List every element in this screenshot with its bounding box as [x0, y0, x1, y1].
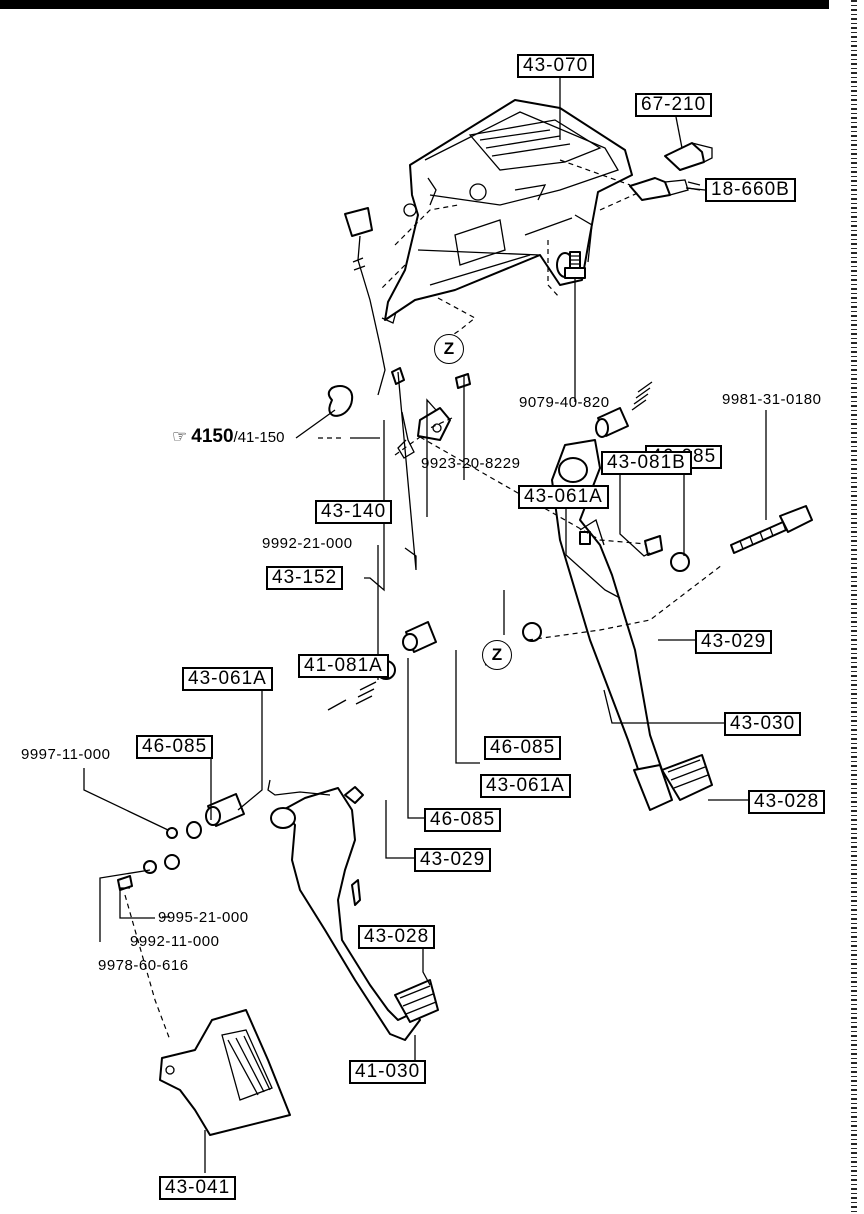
callout-43-140: 43-140 [315, 500, 393, 524]
reference-main: 4150 [191, 426, 234, 447]
brake-pedal [551, 439, 713, 811]
brake-light-switch [664, 142, 713, 171]
header-bar [0, 0, 829, 9]
part-9992-11-000: 9992-11-000 [130, 933, 220, 950]
part-9997-11-000: 9997-11-000 [21, 746, 111, 763]
bracket-bolt [564, 251, 586, 388]
pivot-bolt [730, 505, 813, 554]
pedal-bracket [381, 99, 633, 324]
page-edge [851, 0, 857, 1214]
z-marker-1: Z [434, 334, 464, 364]
small-parts [117, 367, 690, 891]
cable-reference: ☞4150/41-150 [172, 426, 284, 448]
pedal-pad-extension [159, 1009, 291, 1136]
callout-43-029-b: 43-029 [414, 848, 492, 872]
leader-lines [83, 77, 767, 1173]
callout-46-085-b: 46-085 [136, 735, 214, 759]
callout-43-070: 43-070 [517, 54, 595, 78]
callout-43-041: 43-041 [159, 1176, 237, 1200]
callout-43-061a-a: 43-061A [518, 485, 609, 509]
clutch-pedal [267, 779, 439, 1041]
callout-43-028-b: 43-028 [358, 925, 436, 949]
callout-43-030: 43-030 [724, 712, 802, 736]
callout-41-081a: 41-081A [298, 654, 389, 678]
part-9079-40-820: 9079-40-820 [519, 394, 610, 411]
part-9995-21-000: 9995-21-000 [158, 909, 249, 926]
callout-46-085-c: 46-085 [484, 736, 562, 760]
callout-46-085-d: 46-085 [424, 808, 502, 832]
callout-41-030: 41-030 [349, 1060, 427, 1084]
callout-43-028-a: 43-028 [748, 790, 826, 814]
part-9923-20-8229: 9923-20-8229 [421, 455, 521, 472]
z-marker-2: Z [482, 640, 512, 670]
callout-43-061a-c: 43-061A [480, 774, 571, 798]
callout-43-081b: 43-081B [601, 451, 692, 475]
clutch-cable [295, 207, 386, 439]
callout-18-660b: 18-660B [705, 178, 796, 202]
callout-43-061a-b: 43-061A [182, 667, 273, 691]
part-9981-31-0180: 9981-31-0180 [722, 391, 822, 408]
part-9992-21-000: 9992-21-000 [262, 535, 353, 552]
callout-67-210: 67-210 [635, 93, 713, 117]
part-9978-60-616: 9978-60-616 [98, 957, 189, 974]
reference-sub: /41-150 [233, 429, 285, 446]
callout-43-029-a: 43-029 [695, 630, 773, 654]
callout-43-152: 43-152 [266, 566, 344, 590]
pointing-hand-icon: ☞ [172, 427, 188, 446]
